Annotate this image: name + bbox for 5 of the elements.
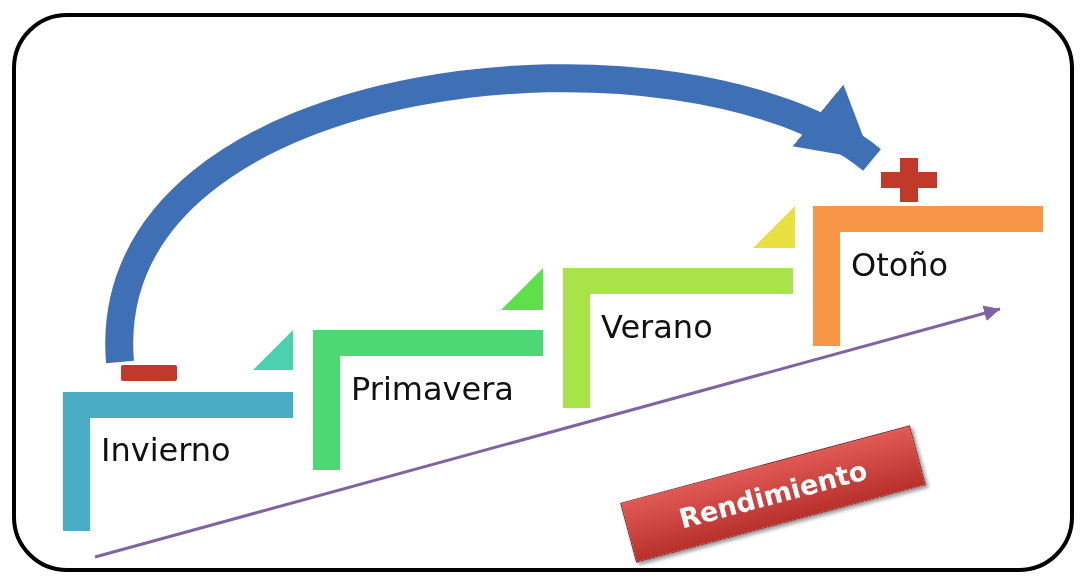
season-label: Otoño (851, 246, 949, 284)
season-label: Invierno (101, 431, 231, 469)
season-label: Verano (601, 308, 713, 346)
curved-arrow (106, 64, 880, 364)
season-label: Primavera (351, 370, 514, 408)
